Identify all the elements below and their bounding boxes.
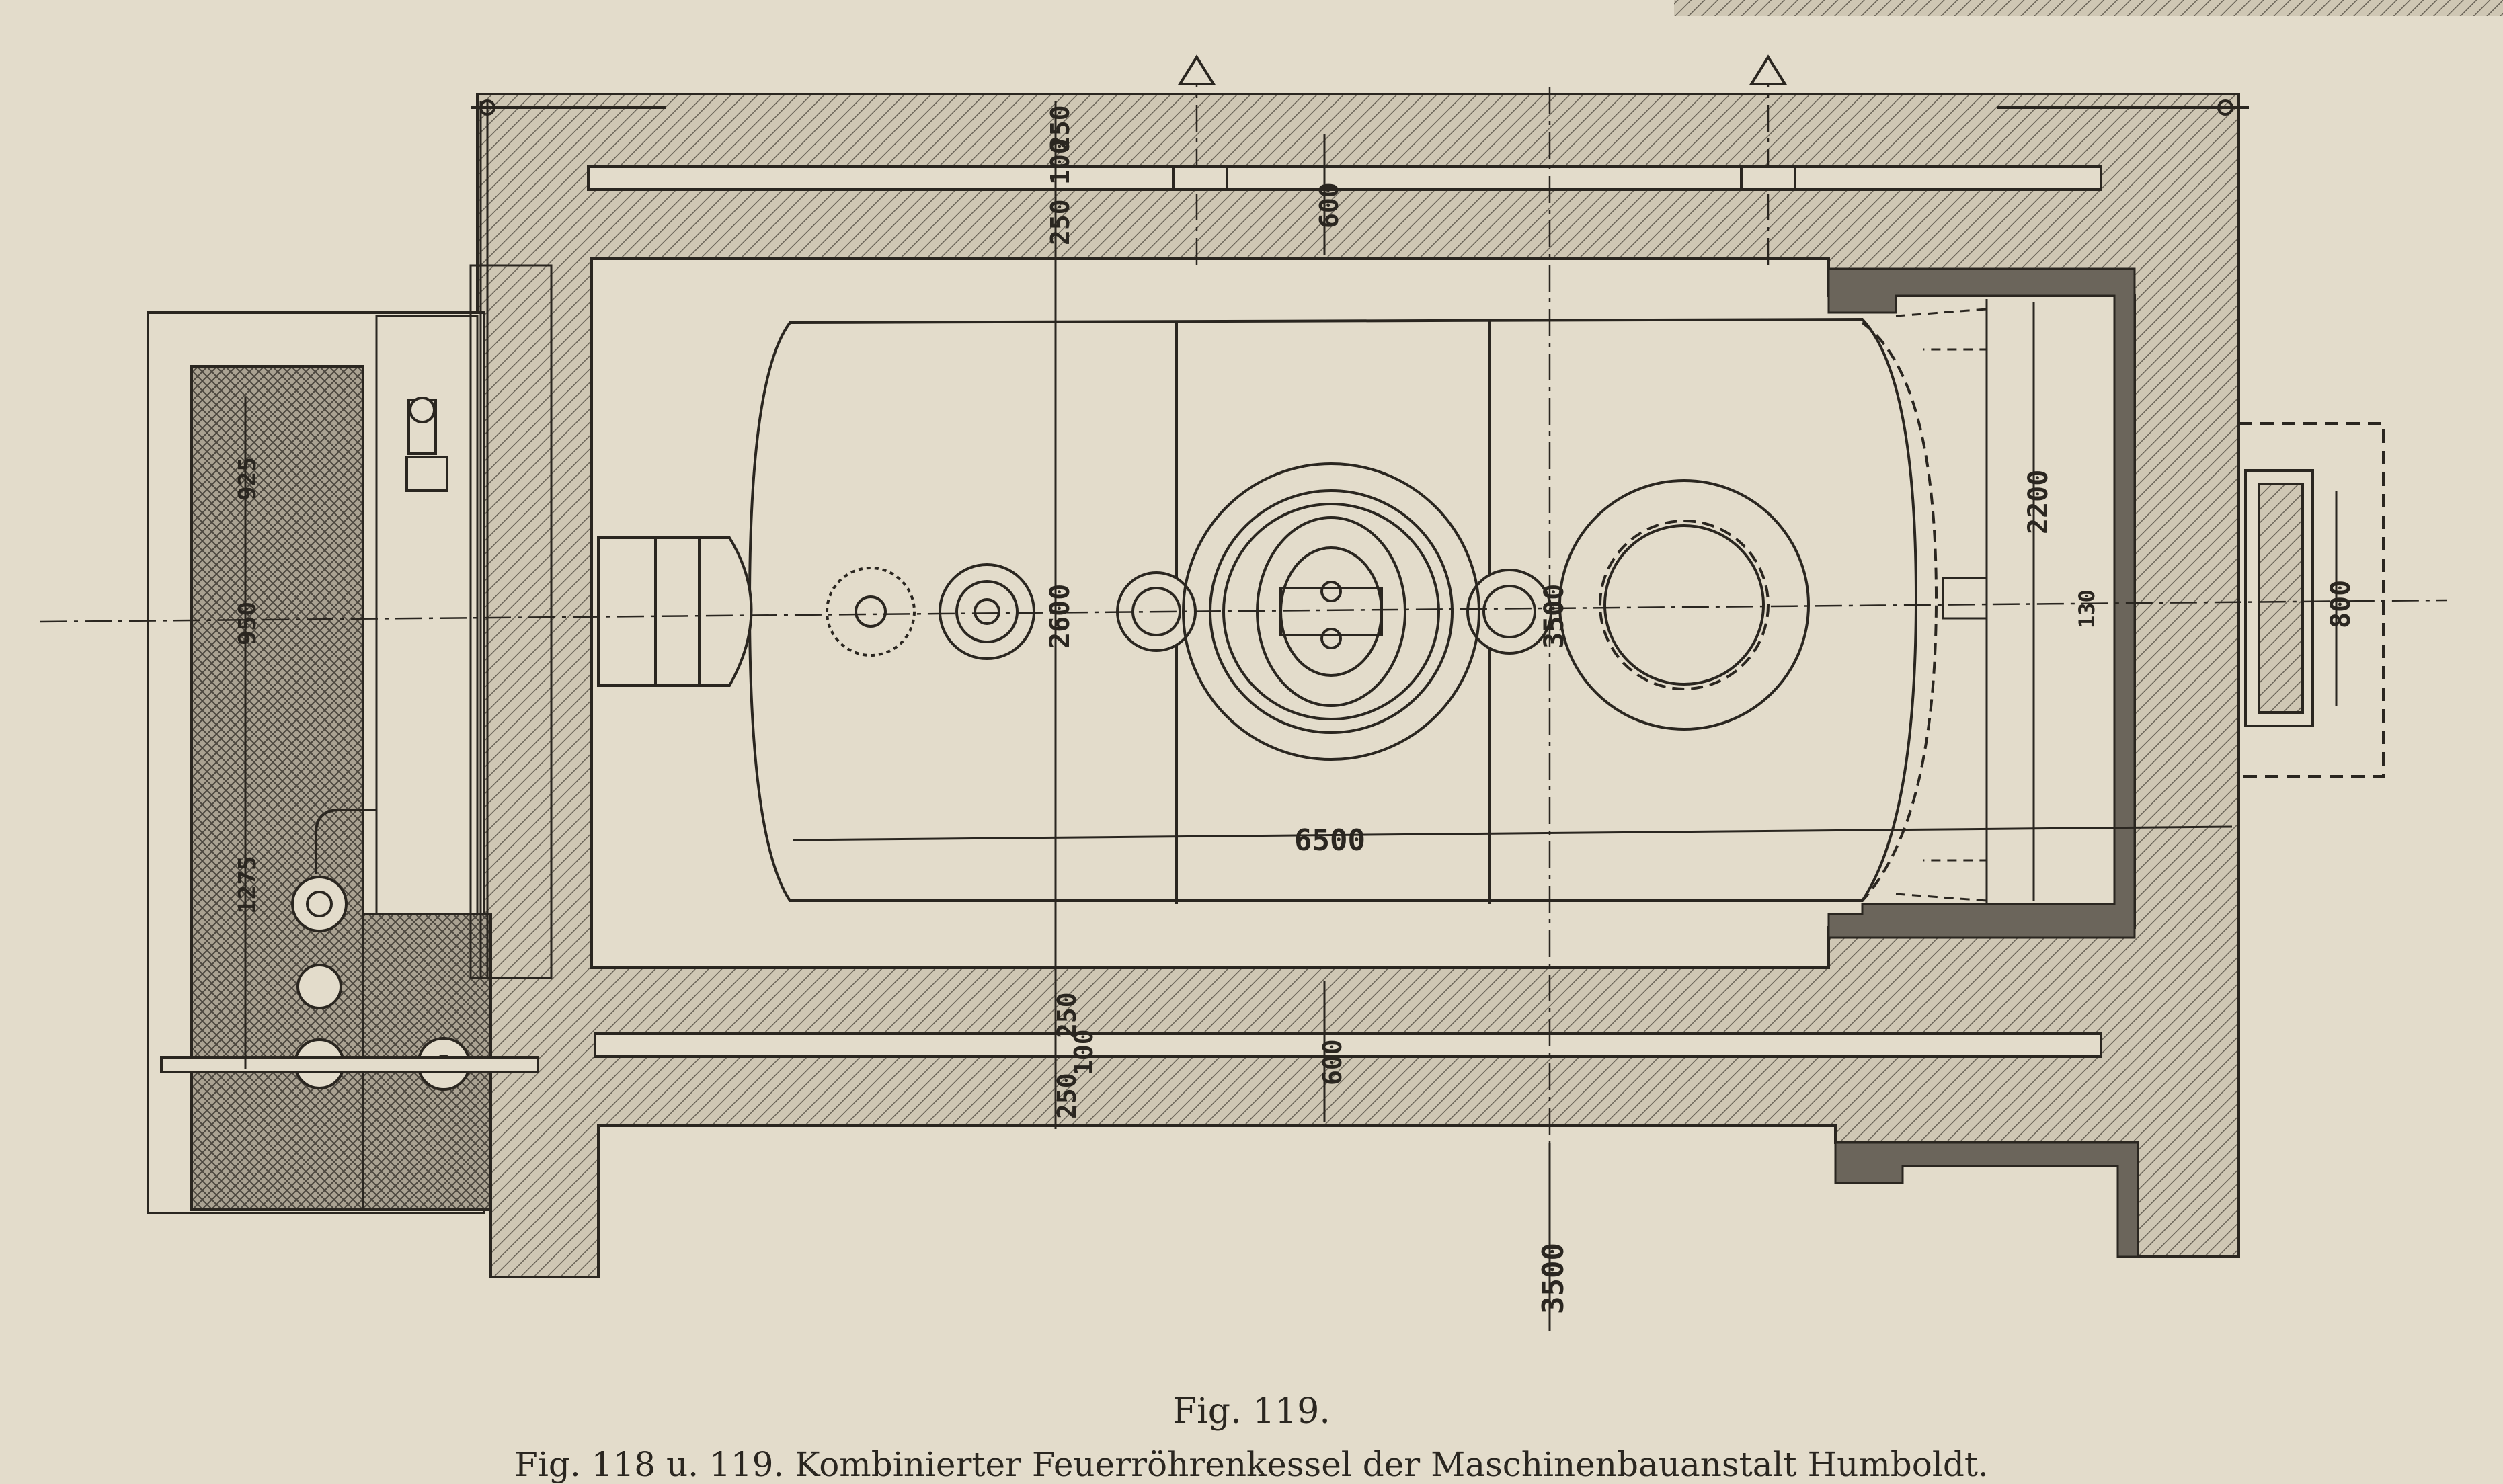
top-edge-hatch (1674, 0, 2503, 16)
dim-bot-250b: 250 (1052, 1073, 1082, 1119)
figure-caption: Fig. 118 u. 119. Kombinierter Feuerröhre… (514, 1445, 1989, 1484)
fire-tube-mouth (597, 536, 753, 687)
dim-130: 130 (2074, 589, 2100, 628)
rear-chamber-detail (1895, 299, 1988, 904)
dim-6500: 6500 (1294, 823, 1365, 858)
dim-950: 950 (234, 602, 262, 645)
dimension-labels: 250 250 100 600 2600 3500 2200 130 800 6… (234, 105, 2356, 1314)
dim-1275: 1275 (234, 856, 262, 914)
dim-800: 800 (2326, 580, 2356, 628)
dim-bot-600: 600 (1318, 1039, 1347, 1085)
dim-top-100: 100 (1045, 138, 1075, 185)
front-fittings (160, 397, 539, 1091)
roof-vents (1172, 54, 1796, 191)
right-flue-outlet (2239, 422, 2385, 778)
dim-top-250: 250 (1045, 105, 1075, 151)
dim-2600: 2600 (1045, 584, 1076, 649)
dim-bot-250: 250 (1052, 992, 1082, 1038)
dim-bot-100: 100 (1069, 1029, 1099, 1075)
rear-manhole (1558, 479, 1810, 731)
dim-925: 925 (234, 457, 262, 501)
upper-flue-channel (587, 165, 2102, 191)
boiler-shell (748, 317, 1938, 904)
dim-2200: 2200 (2023, 470, 2054, 534)
dim-top-600: 600 (1314, 182, 1344, 229)
dimension-lines (244, 101, 2338, 1331)
figure-label: Fig. 119. (1173, 1391, 1330, 1432)
dim-3500-inner: 3500 (1539, 584, 1570, 649)
centre-lines (40, 60, 2448, 1196)
tie-rods (471, 99, 2249, 116)
lower-flue-channel (594, 1032, 2102, 1058)
boiler-plan-drawing: 250 250 100 600 2600 3500 2200 130 800 6… (40, 0, 2503, 1331)
dim-top-250b: 250 (1045, 199, 1075, 245)
rear-chamber-wall (1827, 267, 2139, 1258)
dim-3500-bottom: 3500 (1536, 1243, 1571, 1314)
